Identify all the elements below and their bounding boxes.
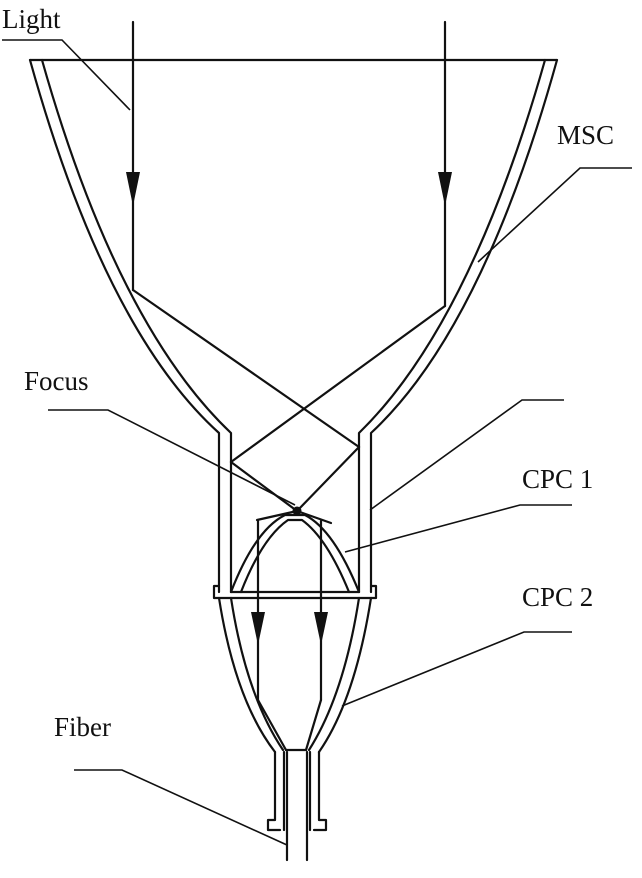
light-leader bbox=[2, 39, 131, 111]
msc-outer-wall-right bbox=[369, 58, 559, 594]
msc-wall-leader bbox=[369, 399, 564, 511]
cpc2-inner-wall-left bbox=[229, 596, 285, 752]
fiber-connector-right bbox=[312, 750, 328, 832]
cpc1-leader bbox=[344, 504, 572, 553]
focus-leader bbox=[48, 409, 296, 506]
msc-inner-wall-left bbox=[40, 58, 233, 594]
focus-ray-right-spread bbox=[295, 509, 333, 525]
collimated-ray-right-arrow bbox=[314, 612, 328, 645]
light-ray-right-arrow bbox=[438, 172, 452, 206]
msc-outer-wall-left bbox=[28, 58, 221, 594]
label-light: Light bbox=[2, 4, 61, 34]
fiber-leader bbox=[74, 769, 288, 846]
cpc2-inner-wall-right bbox=[307, 596, 361, 752]
reflected-ray-right-a bbox=[229, 304, 447, 464]
fiber-connector-left bbox=[266, 750, 282, 832]
label-focus: Focus bbox=[24, 366, 89, 396]
cpc2-body bbox=[217, 596, 373, 754]
cpc-flange bbox=[212, 584, 378, 600]
leader-lines bbox=[2, 39, 632, 846]
cpc1-inner-profile bbox=[239, 518, 351, 594]
reflected-ray-left-a bbox=[131, 288, 361, 449]
cpc1-body bbox=[212, 509, 378, 702]
cpc2-ray-right bbox=[304, 698, 323, 752]
label-cpc2: CPC 2 bbox=[522, 582, 593, 612]
msc-leader bbox=[477, 167, 632, 263]
cpc2-outer-wall-right bbox=[317, 596, 373, 754]
reflected-ray-left-b bbox=[295, 445, 361, 513]
reflected-ray-right-b bbox=[229, 460, 299, 513]
light-ray-left-arrow bbox=[126, 172, 140, 206]
label-fiber: Fiber bbox=[54, 712, 111, 742]
msc-inner-wall-right bbox=[357, 58, 547, 594]
cpc2-leader bbox=[341, 631, 572, 707]
fiber-assembly bbox=[266, 750, 328, 862]
light-rays bbox=[126, 20, 452, 513]
cpc1-outer-profile bbox=[229, 513, 361, 594]
cpc2-outer-wall-left bbox=[217, 596, 277, 754]
msc-body bbox=[28, 58, 559, 594]
cpc2-ray-left bbox=[256, 698, 288, 752]
label-msc: MSC bbox=[557, 120, 614, 150]
collimated-ray-left-arrow bbox=[251, 612, 265, 645]
focus-ray-left-spread bbox=[255, 509, 299, 522]
label-cpc1: CPC 1 bbox=[522, 464, 593, 494]
